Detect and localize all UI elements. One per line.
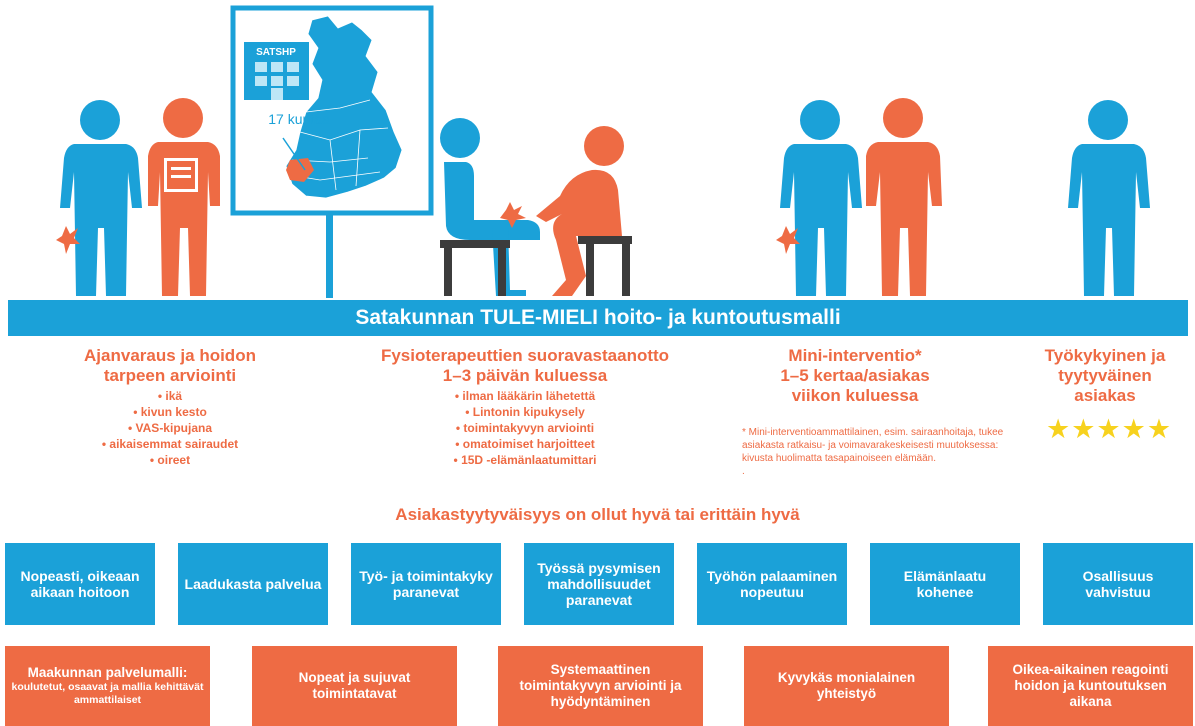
satakunta-region	[286, 158, 314, 182]
list-item: VAS-kipujana	[30, 420, 310, 436]
column-booking: Ajanvaraus ja hoidon tarpeen arviointi i…	[30, 346, 310, 468]
patient-figure	[56, 100, 142, 296]
title-line: 1–5 kertaa/asiakas	[780, 366, 930, 385]
title-line: Työkykyinen ja	[1044, 346, 1166, 365]
column-physio: Fysioterapeuttien suoravastaanotto 1–3 p…	[340, 346, 710, 468]
column-mini-intervention: Mini-interventio* 1–5 kertaa/asiakas vii…	[740, 346, 970, 406]
enabler-box: Nopeat ja sujuvat toimintatavat	[252, 646, 457, 726]
footnote-dot: .	[742, 466, 745, 477]
outcome-box: Osallisuus vahvistuu	[1043, 543, 1193, 625]
enabler-title: Maakunnan palvelumalli:	[27, 665, 188, 680]
intervention-professional-figure	[866, 98, 942, 296]
list-item: aikaisemmat sairaudet	[30, 436, 310, 452]
list-item: toimintakyvyn arviointi	[340, 420, 710, 436]
column-booking-title: Ajanvaraus ja hoidon tarpeen arviointi	[30, 346, 310, 386]
outcome-box: Työ- ja toimintakyky paranevat	[351, 543, 501, 625]
illustration: SATSHP 17 kuntaa	[56, 5, 1150, 298]
list-item: Lintonin kipukysely	[340, 404, 710, 420]
enabler-box: Oikea-aikainen reagointi hoidon ja kunto…	[988, 646, 1193, 726]
healthy-client-figure	[1068, 100, 1150, 296]
title-line: Fysioterapeuttien suoravastaanotto	[380, 346, 670, 365]
column-physio-title: Fysioterapeuttien suoravastaanotto 1–3 p…	[340, 346, 710, 386]
title-line: Mini-interventio*	[788, 346, 922, 365]
physio-activities-list: ilman lääkärin lähetettä Lintonin kipuky…	[340, 388, 710, 468]
list-item: 15D -elämänlaatumittari	[340, 452, 710, 468]
enabler-title: Systemaattinen toimintakyvyn arviointi j…	[519, 662, 682, 709]
nurse-figure	[148, 98, 220, 296]
title-line: viikon kuluessa	[791, 386, 919, 405]
outcome-box: Laadukasta palvelua	[178, 543, 328, 625]
enabler-title: Kyvykäs monialainen yhteistyö	[777, 670, 916, 701]
enabler-title: Nopeat ja sujuvat toimintatavat	[298, 670, 411, 701]
enabler-title: Oikea-aikainen reagointi hoidon ja kunto…	[1012, 662, 1169, 709]
title-line: 1–3 päivän kuluessa	[442, 366, 608, 385]
outcome-box: Työhön palaaminen nopeutuu	[697, 543, 847, 625]
outcome-box: Nopeasti, oikeaan aikaan hoitoon	[5, 543, 155, 625]
map-label: 17 kuntaa	[268, 111, 330, 127]
intervention-patient-figure	[776, 100, 862, 296]
title-line: tarpeen arviointi	[103, 366, 237, 385]
map-board: SATSHP 17 kuntaa	[230, 5, 434, 298]
outcome-box: Työssä pysymisen mahdollisuudet paraneva…	[524, 543, 674, 625]
five-stars-icon: ★★★★★	[1046, 414, 1173, 444]
list-item: omatoimiset harjoitteet	[340, 436, 710, 452]
column-outcome-client-title: Työkykyinen ja tyytyväinen asiakas	[1020, 346, 1190, 406]
model-banner: Satakunnan TULE-MIELI hoito- ja kuntoutu…	[8, 300, 1188, 336]
footnote-text: * Mini-interventioammattilainen, esim. s…	[742, 427, 1004, 464]
mini-intervention-footnote: * Mini-interventioammattilainen, esim. s…	[742, 426, 1022, 478]
enabler-box: Systemaattinen toimintakyvyn arviointi j…	[498, 646, 703, 726]
outcome-box: Elämänlaatu kohenee	[870, 543, 1020, 625]
column-outcome-client: Työkykyinen ja tyytyväinen asiakas	[1020, 346, 1190, 406]
enabler-box: Kyvykäs monialainen yhteistyö	[744, 646, 949, 726]
hospital-building-icon: SATSHP	[244, 42, 309, 100]
list-item: kivun kesto	[30, 404, 310, 420]
list-item: ikä	[30, 388, 310, 404]
physiotherapy-scene-icon	[440, 118, 632, 296]
enabler-box: Maakunnan palvelumalli: koulutetut, osaa…	[5, 646, 210, 726]
title-line: Ajanvaraus ja hoidon	[84, 346, 256, 365]
booking-criteria-list: ikä kivun kesto VAS-kipujana aikaisemmat…	[30, 388, 310, 468]
enabler-subtitle: koulutetut, osaavat ja mallia kehittävät…	[11, 681, 204, 706]
list-item: oireet	[30, 452, 310, 468]
title-line: asiakas	[1074, 386, 1136, 405]
list-item: ilman lääkärin lähetettä	[340, 388, 710, 404]
building-label: SATSHP	[256, 47, 296, 58]
title-line: tyytyväinen	[1058, 366, 1152, 385]
satisfaction-statement: Asiakastyytyväisyys on ollut hyvä tai er…	[395, 505, 800, 524]
column-mini-intervention-title: Mini-interventio* 1–5 kertaa/asiakas vii…	[740, 346, 970, 406]
